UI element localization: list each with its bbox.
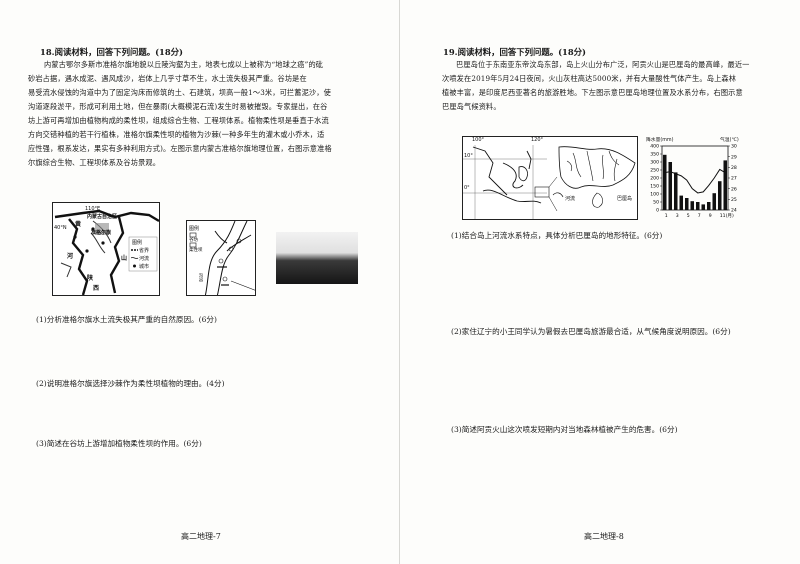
left-tick-label: 400	[650, 144, 659, 150]
climate-right-axis-title: 气温(℃)	[720, 138, 739, 143]
right-page: 19.阅读材料，回答下列问题。(18分) 巴厘岛位于东南亚东帝汶岛东部，岛上火山…	[400, 0, 800, 564]
left-tick-label: 50	[653, 200, 659, 206]
map-region-label: 内蒙古自治区	[87, 214, 118, 220]
precip-bar	[679, 195, 684, 210]
bali-map-shapes	[463, 145, 636, 219]
dam-side-label: 沟谷	[198, 273, 203, 282]
precip-bar	[662, 154, 667, 210]
passage-line: 次喷发在2019年5月24日夜间，火山灰柱高达5000米，并有大量酸性气体产生。…	[442, 74, 737, 83]
q18-sub-1: (1)分析准格尔旗水土流失极其严重的自然原因。(6分)	[36, 315, 217, 324]
q18-sub-2: (2)说明准格尔旗选择沙棘作为柔性坝植物的理由。(4分)	[36, 379, 225, 388]
passage-line: 巴厘岛气候资料。	[442, 102, 501, 111]
climate-chart: 降水量(mm) 气温(℃) 400 350 300 250 200 150 100 50 0 30…	[644, 136, 748, 222]
page-number-7: 高二地理-7	[181, 532, 221, 541]
x-tick-label: 11(月)	[720, 213, 734, 219]
bali-map-lon2: 120°	[531, 137, 544, 143]
check-dam-photo	[276, 232, 358, 284]
q19-sub-1: (1)结合岛上河流水系特点，具体分析巴厘岛的地形特征。(6分)	[451, 231, 663, 240]
left-tick-label: 0	[656, 208, 659, 214]
precip-bar	[690, 201, 695, 210]
map-char-shan: 山	[121, 255, 128, 262]
question-18-header: 18.阅读材料，回答下列问题。(18分)	[40, 47, 184, 57]
dam-legend-item: 谷坊	[189, 238, 198, 243]
map-char-huang: 黄	[75, 221, 82, 228]
map-char-he: 河	[67, 253, 74, 260]
passage-line: 方向交错种植的若干行植株，准格尔旗柔性坝的植物为沙棘(一种多年生的灌木或小乔木，…	[28, 130, 325, 139]
precip-bar	[701, 204, 706, 210]
left-tick-label: 100	[650, 192, 659, 198]
dam-legend-item2: 柔性坝	[189, 248, 203, 253]
left-tick-label: 150	[650, 184, 659, 190]
passage-line: 砂岩占据，遇水成泥、遇风成沙，岩体上几乎寸草不生，水土流失极其严重。谷坊是在	[28, 74, 307, 83]
map-lat-label: 40°N	[54, 225, 67, 231]
bali-map-legend-river: 河流	[565, 196, 576, 202]
q19-sub-2: (2)家住辽宁的小王同学认为暑假去巴厘岛旅游最合适，从气候角度说明原因。(6分)	[451, 327, 731, 336]
right-tick-label: 24	[731, 208, 737, 214]
x-tick-label: 1	[665, 213, 668, 219]
map-legend-city: 城市	[139, 264, 150, 270]
location-map-junggar: 110°E 内蒙古自治区 40°N 准格尔旗 黄 河 山 陕 西 图例 省界 河…	[52, 202, 160, 296]
bali-map-lat1: 10°	[464, 153, 473, 159]
page-number-8: 高二地理-8	[584, 532, 624, 541]
bali-map-lat2: 0°	[464, 185, 470, 191]
map-legend-symbols	[131, 249, 139, 268]
x-tick-label: 3	[676, 213, 679, 219]
left-tick-label: 300	[650, 160, 659, 166]
climate-chart-svg: 400 350 300 250 200 150 100 50 0 30 29 28 27 26 25 24 1 3…	[650, 144, 737, 219]
right-tick-label: 28	[731, 165, 737, 171]
passage-line: 沟道逐段淤平，形成可利用土地，但在暴雨(大概模泥石流)发生时易被摧毁。专家提出，…	[28, 102, 328, 111]
bali-map-island-label: 巴厘岛	[617, 196, 633, 202]
precip-bar	[695, 202, 700, 210]
climate-left-axis-title: 降水量(mm)	[646, 138, 674, 143]
map-lon-label: 110°E	[85, 206, 101, 212]
right-tick-label: 25	[731, 197, 737, 203]
right-tick-label: 27	[731, 176, 737, 182]
precip-bar	[717, 181, 722, 210]
left-page: 18.阅读材料，回答下列问题。(18分) 内蒙古鄂尔多斯市准格尔旗地貌以丘陵沟壑…	[28, 47, 358, 541]
q19-sub-3: (3)简述阿贡火山这次喷发短期内对当地森林植被产生的危害。(6分)	[451, 425, 678, 434]
map-legend-boundary: 省界	[139, 248, 150, 254]
passage-line: 应性强，根系发达，果实有多种利用方式)。左图示意内蒙古准格尔旗地理位置，右图示意…	[28, 144, 332, 153]
precip-bar	[673, 172, 678, 210]
precip-bar	[712, 193, 717, 210]
x-tick-label: 9	[709, 213, 712, 219]
map-char-xi: 西	[93, 285, 100, 292]
precip-bar	[684, 198, 689, 210]
precip-bar	[668, 162, 673, 210]
x-tick-label: 7	[698, 213, 701, 219]
dam-legend-title: 图例	[189, 226, 200, 232]
precip-bar	[706, 202, 711, 210]
bali-location-map: 100° 120° 10° 0° 河流 巴厘岛	[462, 136, 638, 220]
right-tick-label: 30	[731, 144, 737, 150]
precip-bar	[723, 160, 728, 210]
map-char-shaan: 陕	[87, 275, 94, 282]
passage-line: 尔旗综合生物、工程坝体系及谷坊景观。	[28, 158, 161, 167]
passage-line: 内蒙古鄂尔多斯市准格尔旗地貌以丘陵沟壑为主，地表七成以上被称为“地球之癌”的砒	[44, 60, 324, 69]
x-tick-label: 5	[687, 213, 690, 219]
left-tick-label: 250	[650, 168, 659, 174]
right-tick-label: 26	[731, 186, 737, 192]
passage-line: 易受流水侵蚀的沟道中为了固定沟床而修筑的土、石建筑，坝高一般1～3米，可拦蓄泥沙…	[28, 88, 331, 97]
dam-system-diagram: 图例 谷坊 柔性坝 沟谷	[186, 220, 256, 296]
passage-line: 巴厘岛位于东南亚东帝汶岛东部，岛上火山分布广泛，阿贡火山是巴厘岛的最高峰，最近一	[456, 60, 750, 69]
map-lines	[54, 209, 159, 295]
bali-map-lon1: 100°	[472, 137, 485, 143]
map-place-label: 准格尔旗	[91, 230, 112, 236]
map-legend-river: 河流	[139, 256, 150, 262]
left-tick-label: 350	[650, 152, 659, 158]
dam-diagram-lines	[189, 221, 255, 295]
passage-line: 坊上游可再增加由植物构成的柔性坝，组成综合生物、工程坝体系。植物柔性坝是垂直于水…	[28, 116, 329, 125]
right-tick-label: 29	[731, 154, 737, 160]
question-19-header: 19.阅读材料，回答下列问题。(18分)	[443, 47, 587, 57]
map-legend-title: 图例	[132, 240, 143, 246]
passage-line: 植被丰富，是印度尼西亚著名的旅游胜地。下左图示意巴厘岛地理位置及水系分布，右图示…	[442, 88, 743, 97]
left-tick-label: 200	[650, 176, 659, 182]
q18-sub-3: (3)简述在谷坊上游增加植物柔性坝的作用。(6分)	[36, 439, 202, 448]
temperature-line	[664, 168, 726, 194]
